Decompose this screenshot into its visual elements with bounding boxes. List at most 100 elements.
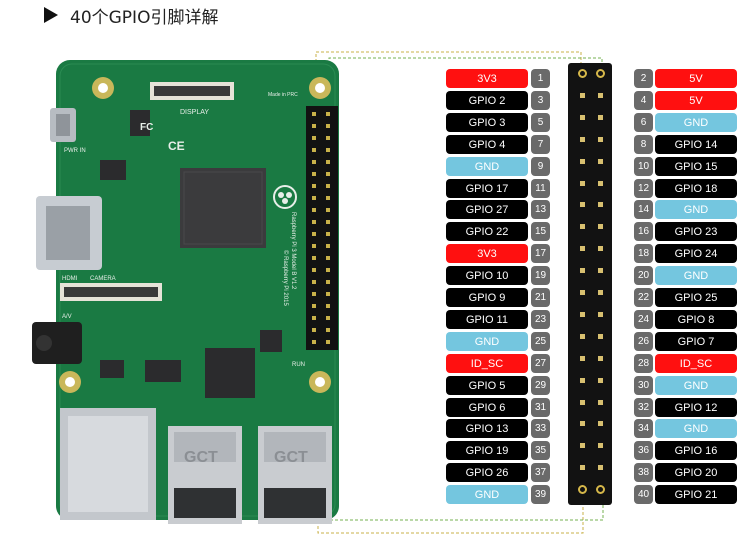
header-pin xyxy=(580,400,585,405)
left-pin-number: 25 xyxy=(531,332,550,351)
gpio-header-strip xyxy=(568,63,612,505)
right-pin-label: GPIO 20 xyxy=(655,463,737,482)
left-pin-number: 13 xyxy=(531,200,550,219)
left-pin-label: GPIO 19 xyxy=(446,441,528,460)
left-pin-number: 19 xyxy=(531,266,550,285)
left-pin-number: 7 xyxy=(531,135,550,154)
header-pin xyxy=(580,290,585,295)
left-pin-number: 5 xyxy=(531,113,550,132)
page-title-row: 40个GPIO引脚详解 xyxy=(44,2,218,28)
left-pin-label: GPIO 17 xyxy=(446,179,528,198)
left-pin-label: GPIO 9 xyxy=(446,288,528,307)
header-pin xyxy=(580,159,585,164)
right-pin-number: 10 xyxy=(634,157,653,176)
right-pin-label: GPIO 18 xyxy=(655,179,737,198)
silk-model: Raspberry Pi 3 Model B V1.2 xyxy=(290,212,296,290)
header-pin xyxy=(578,69,587,78)
header-pin xyxy=(596,485,605,494)
right-pin-number: 26 xyxy=(634,332,653,351)
left-pin-number: 39 xyxy=(531,485,550,504)
left-pin-label: GPIO 4 xyxy=(446,135,528,154)
header-pin xyxy=(598,465,603,470)
header-pin xyxy=(580,246,585,251)
header-pin xyxy=(598,93,603,98)
right-pin-number: 24 xyxy=(634,310,653,329)
right-pin-number: 36 xyxy=(634,441,653,460)
left-pin-label: GPIO 13 xyxy=(446,419,528,438)
header-pin xyxy=(580,202,585,207)
right-pin-label: 5V xyxy=(655,69,737,88)
right-pin-number: 34 xyxy=(634,419,653,438)
left-pin-label: GND xyxy=(446,332,528,351)
right-pin-label: 5V xyxy=(655,91,737,110)
usb-jack-1-label: GCT xyxy=(184,449,218,466)
right-pin-label: GND xyxy=(655,200,737,219)
silk-run: RUN xyxy=(292,362,305,368)
right-pin-label: GPIO 16 xyxy=(655,441,737,460)
audio-jack xyxy=(32,322,82,364)
header-pin xyxy=(598,115,603,120)
left-pin-number: 9 xyxy=(531,157,550,176)
right-pin-label: GPIO 25 xyxy=(655,288,737,307)
header-pin xyxy=(578,485,587,494)
header-pin xyxy=(598,224,603,229)
silk-camera: CAMERA xyxy=(90,276,116,282)
left-pin-number: 21 xyxy=(531,288,550,307)
left-pin-label: GPIO 11 xyxy=(446,310,528,329)
right-pin-number: 6 xyxy=(634,113,653,132)
board-gpio-header xyxy=(306,106,338,350)
left-pin-number: 27 xyxy=(531,354,550,373)
left-pin-label: 3V3 xyxy=(446,69,528,88)
right-pin-label: GPIO 15 xyxy=(655,157,737,176)
header-pin xyxy=(580,93,585,98)
right-pin-label: GPIO 24 xyxy=(655,244,737,263)
usb-jack-2-label: GCT xyxy=(274,449,308,466)
header-pin xyxy=(598,181,603,186)
header-pin xyxy=(598,268,603,273)
header-pin xyxy=(598,334,603,339)
right-pin-number: 32 xyxy=(634,398,653,417)
right-pin-number: 20 xyxy=(634,266,653,285)
right-pin-number: 28 xyxy=(634,354,653,373)
silk-pwr: PWR IN xyxy=(64,148,86,154)
silk-mode: Made in PRC xyxy=(268,92,298,98)
header-pin xyxy=(580,224,585,229)
silk-hdmi: HDMI xyxy=(62,276,78,282)
left-pin-label: GPIO 27 xyxy=(446,200,528,219)
right-pin-label: GPIO 23 xyxy=(655,222,737,241)
header-pin xyxy=(596,69,605,78)
header-pin xyxy=(580,181,585,186)
right-pin-label: GPIO 7 xyxy=(655,332,737,351)
header-pin xyxy=(598,159,603,164)
left-pin-label: 3V3 xyxy=(446,244,528,263)
header-pin xyxy=(598,400,603,405)
left-pin-number: 35 xyxy=(531,441,550,460)
left-pin-label: GPIO 26 xyxy=(446,463,528,482)
header-pin xyxy=(598,290,603,295)
raspberry-logo-icon xyxy=(273,185,297,209)
right-pin-label: GND xyxy=(655,376,737,395)
right-pin-number: 8 xyxy=(634,135,653,154)
header-pin xyxy=(598,421,603,426)
header-pin xyxy=(580,421,585,426)
left-pin-label: GND xyxy=(446,157,528,176)
pcb xyxy=(56,60,339,520)
right-pin-number: 22 xyxy=(634,288,653,307)
left-pin-label: GPIO 6 xyxy=(446,398,528,417)
right-pin-label: GND xyxy=(655,419,737,438)
left-pin-label: GND xyxy=(446,485,528,504)
left-pin-number: 1 xyxy=(531,69,550,88)
right-pin-number: 14 xyxy=(634,200,653,219)
right-pin-label: GPIO 21 xyxy=(655,485,737,504)
triangle-bullet-icon xyxy=(44,7,58,23)
right-pin-number: 16 xyxy=(634,222,653,241)
right-pin-number: 4 xyxy=(634,91,653,110)
header-pin xyxy=(580,115,585,120)
right-pin-number: 12 xyxy=(634,179,653,198)
left-pin-number: 29 xyxy=(531,376,550,395)
left-pin-label: GPIO 10 xyxy=(446,266,528,285)
left-pin-number: 15 xyxy=(531,222,550,241)
header-pin xyxy=(598,378,603,383)
right-pin-label: GPIO 14 xyxy=(655,135,737,154)
